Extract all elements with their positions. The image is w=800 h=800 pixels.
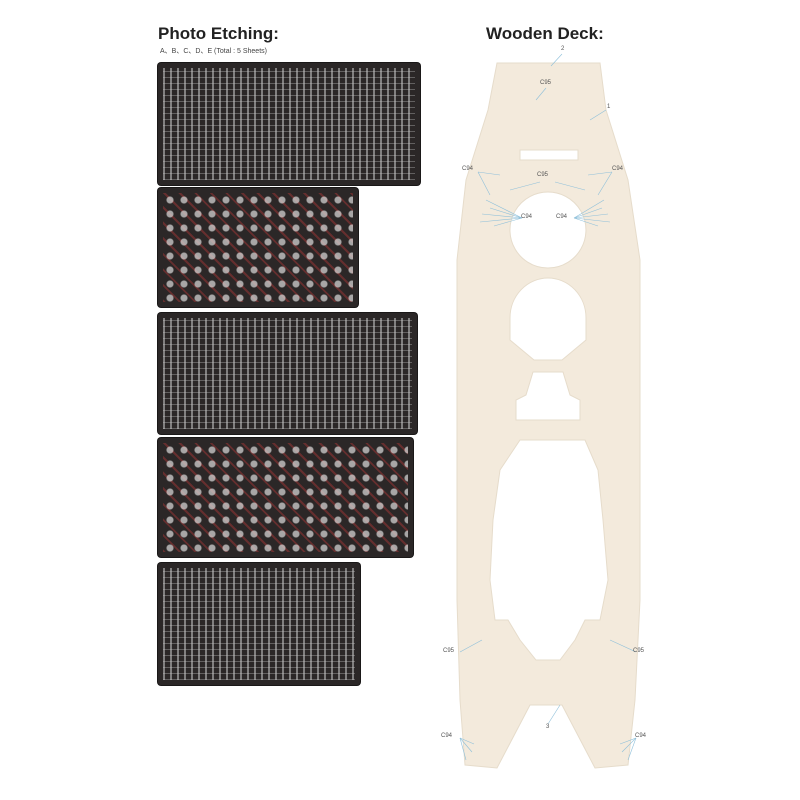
deck-c94-label: C94: [441, 733, 453, 739]
etching-sheet-b: [158, 188, 358, 307]
deck-c94-label: C94: [635, 733, 647, 739]
etching-sheet-e: [158, 563, 360, 685]
deck-c95-label: C95: [633, 648, 645, 654]
deck-c95-label: C95: [537, 172, 549, 178]
deck-c94-label: C94: [556, 214, 568, 220]
deck-c94-label: C94: [521, 214, 533, 220]
deck-c95-label: C95: [540, 80, 552, 86]
deck-c94-label: C94: [462, 166, 474, 172]
deck-part-2-label: 2: [561, 46, 565, 52]
deck-part-3-label: 3: [546, 724, 550, 730]
photo-etching-title: Photo Etching:: [158, 24, 279, 43]
deck-c95-label: C95: [443, 648, 455, 654]
photo-etching-subtitle: A、B、C、D、E (Total : 5 Sheets): [160, 48, 267, 55]
deck-c94-label: C94: [612, 166, 624, 172]
leader-lines: [459, 53, 637, 761]
etching-sheet-c: [158, 313, 417, 434]
deck-outline: [456, 62, 641, 769]
etching-sheet-d: [158, 438, 413, 557]
deck-part-1-label: 1: [607, 104, 611, 110]
wooden-deck-title: Wooden Deck:: [486, 24, 604, 43]
etching-sheet-a: [158, 63, 420, 185]
